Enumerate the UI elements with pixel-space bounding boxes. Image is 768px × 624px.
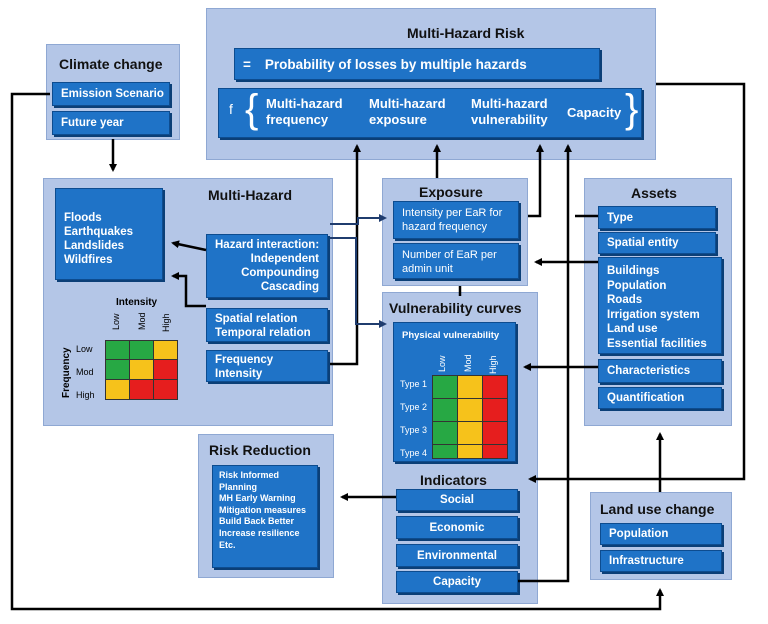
hazard-row-label: Mod — [76, 367, 94, 377]
multi-hazard-risk-title: Multi-Hazard Risk — [407, 25, 525, 41]
exposure-title: Exposure — [419, 184, 483, 200]
indicators-title: Indicators — [420, 472, 487, 488]
emission-scenario-box: Emission Scenario — [52, 82, 170, 106]
equals-sign: = — [243, 56, 251, 72]
vuln-row-label: Type 3 — [400, 425, 428, 435]
hazard-col-label: High — [161, 313, 171, 332]
vuln-col-label: High — [488, 355, 498, 374]
asset-list-box: Buildings Population Roads Irrigation sy… — [598, 257, 722, 354]
vuln-cell-mod — [457, 375, 483, 399]
brace-open: { — [245, 87, 259, 131]
physical-vulnerability-label: Physical vulnerability — [402, 330, 500, 341]
arrow-hazard-to-exposure — [330, 214, 387, 225]
vuln-cell-mod — [457, 398, 483, 422]
vuln-col-label: Low — [437, 355, 447, 372]
risk-definition: Probability of losses by multiple hazard… — [264, 56, 527, 72]
intensity-axis-label: Intensity — [116, 297, 158, 308]
arrow-hazard-to-vulnerability — [330, 237, 387, 328]
asset-item: Essential facilities — [607, 337, 707, 350]
indicator-environmental: Environmental — [396, 544, 518, 567]
matrix-cell-low — [129, 340, 154, 360]
vuln-cell-high — [482, 421, 508, 445]
risk-reduction-list: Risk Informed Planning MH Early Warning … — [212, 465, 318, 568]
matrix-cell-high — [153, 379, 178, 400]
risk-definition-box: = Probability of losses by multiple haza… — [234, 48, 600, 80]
frequency-axis-label: Frequency — [61, 347, 72, 398]
characteristics-box: Characteristics — [598, 359, 722, 383]
asset-type-box: Type — [598, 206, 716, 229]
future-year-box: Future year — [52, 111, 170, 135]
vuln-col-label: Mod — [463, 354, 473, 372]
exposure-intensity-box: Intensity per EaR for hazard frequency — [393, 201, 519, 239]
arrow-frequency-to-risk — [330, 144, 361, 366]
matrix-cell-high — [153, 359, 178, 380]
landuse-population-box: Population — [600, 523, 722, 545]
vuln-cell-high — [482, 444, 508, 459]
hazard-row-label: Low — [76, 344, 93, 354]
asset-item: Land use — [607, 323, 658, 335]
brace-close: } — [625, 87, 639, 131]
vuln-row-label: Type 4 — [400, 448, 428, 458]
indicator-capacity: Capacity — [396, 571, 518, 593]
hazard-list-box: Floods Earthquakes Landslides Wildfires — [55, 188, 163, 280]
risk-reduction-title: Risk Reduction — [209, 442, 311, 458]
assets-title: Assets — [631, 185, 677, 201]
hazard-item: Landslides — [64, 240, 125, 252]
vuln-cell-high — [482, 398, 508, 422]
matrix-cell-mod — [153, 340, 178, 360]
matrix-cell-high — [129, 379, 154, 400]
exposure-number-box: Number of EaR per admin unit — [393, 243, 519, 279]
asset-item: Buildings — [607, 265, 660, 277]
matrix-cell-low — [105, 340, 130, 360]
indicator-social: Social — [396, 489, 518, 511]
vuln-row-label: Type 2 — [400, 402, 428, 412]
hazard-item: Floods — [64, 212, 102, 224]
vuln-cell-low — [432, 444, 458, 459]
hazard-item: Wildfires — [64, 254, 113, 266]
hazard-col-label: Low — [111, 313, 121, 330]
quantification-box: Quantification — [598, 387, 722, 409]
vuln-cell-low — [432, 375, 458, 399]
function-f: f — [229, 101, 233, 117]
spatial-temporal-box: Spatial relation Temporal relation — [206, 308, 328, 342]
spatial-entity-box: Spatial entity — [598, 232, 716, 254]
hazard-item: Earthquakes — [64, 226, 134, 238]
matrix-cell-low — [105, 359, 130, 380]
indicator-economic: Economic — [396, 516, 518, 539]
land-use-change-title: Land use change — [600, 501, 715, 517]
vuln-cell-low — [432, 421, 458, 445]
vuln-cell-high — [482, 375, 508, 399]
hazard-col-label: Mod — [137, 312, 147, 330]
landuse-infrastructure-box: Infrastructure — [600, 550, 722, 572]
vuln-cell-mod — [457, 421, 483, 445]
hazard-interaction-box: Hazard interaction: Independent Compound… — [206, 234, 328, 298]
multi-hazard-title: Multi-Hazard — [208, 187, 292, 203]
capacity-term: Capacity — [567, 105, 622, 120]
matrix-cell-mod — [129, 359, 154, 380]
vuln-cell-low — [432, 398, 458, 422]
hazard-row-label: High — [76, 390, 95, 400]
asset-item: Irrigation system — [607, 308, 700, 321]
asset-item: Population — [607, 279, 667, 292]
vuln-cell-mod — [457, 444, 483, 459]
frequency-intensity-box: Frequency Intensity — [206, 350, 328, 382]
vulnerability-title: Vulnerability curves — [389, 300, 522, 316]
climate-change-title: Climate change — [59, 56, 163, 72]
asset-item: Roads — [607, 294, 643, 306]
vuln-row-label: Type 1 — [400, 379, 428, 389]
matrix-cell-mod — [105, 379, 130, 400]
